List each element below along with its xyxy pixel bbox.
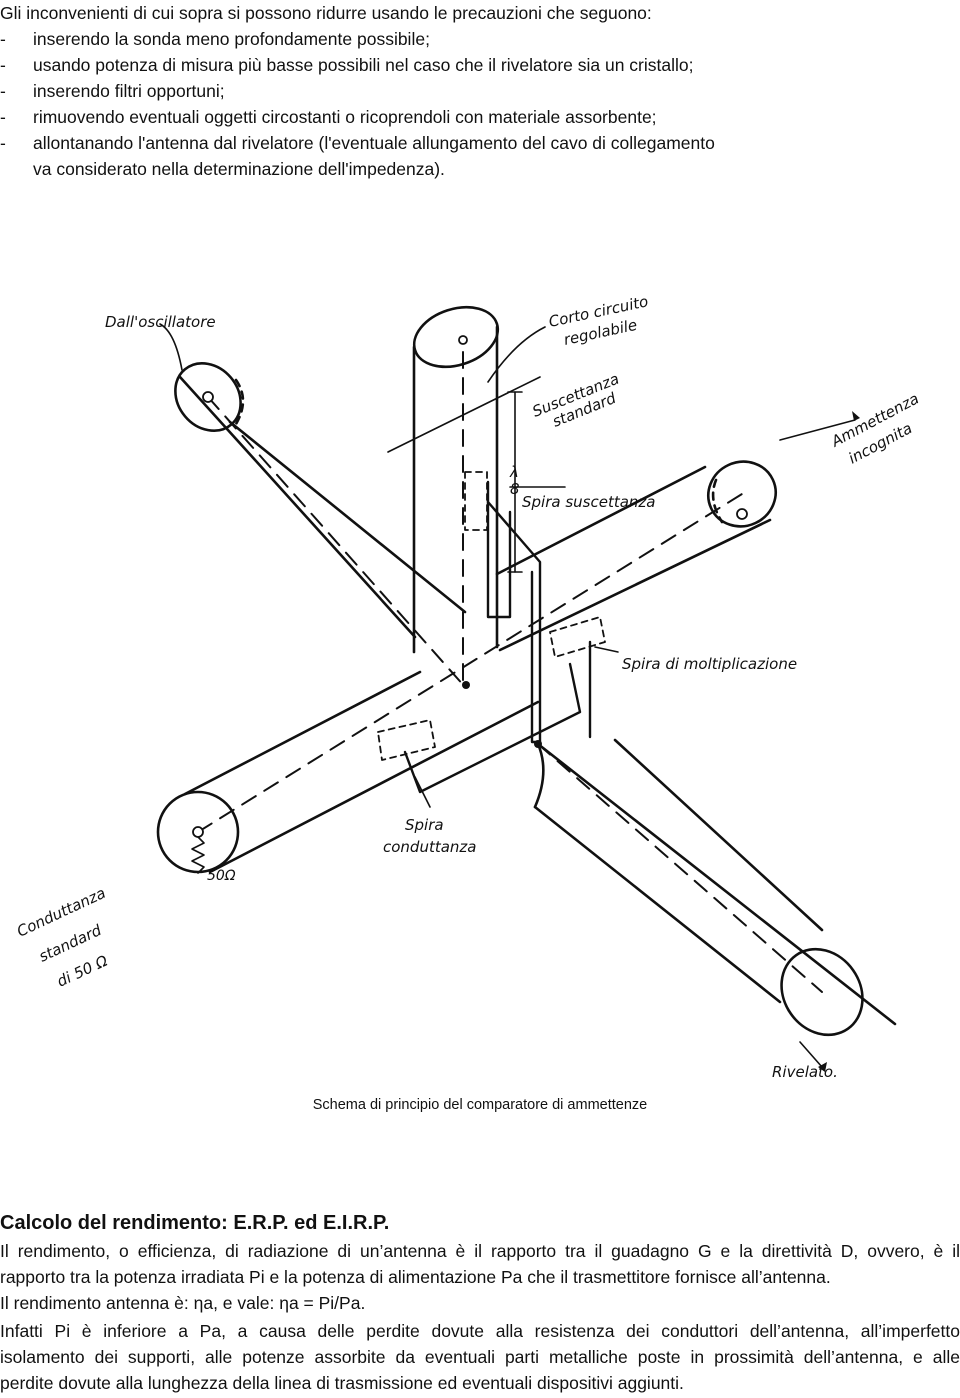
label-rivelatore: Rivelato. xyxy=(772,1063,838,1081)
list-item: - rimuovendo eventuali oggetti circostant… xyxy=(0,104,960,130)
label-resistor: 50Ω xyxy=(207,868,236,884)
paragraph-line: Il rendimento antenna è: ηa, e vale: ηa … xyxy=(0,1293,366,1313)
leader-lines xyxy=(159,323,856,1068)
list-item: - usando potenza di misura più basse poss… xyxy=(0,52,960,78)
label-spira: Spira xyxy=(405,816,444,834)
list-dash: - xyxy=(0,55,6,75)
paragraph-line: perdite dovute alla lunghezza della line… xyxy=(0,1373,684,1393)
list-item: - inserendo filtri opportuni; xyxy=(0,78,960,104)
vertical-stub xyxy=(412,305,500,654)
list-item-continuation: va considerato nella determinazione dell… xyxy=(33,159,445,179)
arrow-head xyxy=(818,1062,827,1072)
arrow-head xyxy=(852,411,860,421)
detector-arm xyxy=(533,738,897,1037)
paragraph-definition: Il rendimento, o efficienza, di radiazio… xyxy=(0,1238,960,1290)
paragraph-formula: Il rendimento antenna è: ηa, e vale: ηa … xyxy=(0,1290,960,1316)
probe-boxes xyxy=(377,471,606,761)
resistor-symbol xyxy=(191,836,205,874)
list-dash: - xyxy=(0,107,6,127)
admittance-comparator-diagram: Dall'oscillatore Corto circuito regolabi… xyxy=(14,292,922,1081)
list-item-text: inserendo filtri opportuni; xyxy=(33,81,225,101)
list-dash: - xyxy=(0,29,6,49)
paragraph-explanation: Infatti Pi è inferiore a Pa, a causa del… xyxy=(0,1318,960,1396)
list-item-text: allontanando l'antenna dal rivelatore (l… xyxy=(33,133,715,153)
intro-heading: Gli inconvenienti di cui sopra si posson… xyxy=(0,3,652,23)
label-spira-moltiplicazione: Spira di moltiplicazione xyxy=(622,655,797,673)
label-dall-oscillatore: Dall'oscillatore xyxy=(105,313,216,331)
junction-dot xyxy=(462,681,470,689)
paragraph-line: Infatti Pi è inferiore a Pa, a causa del… xyxy=(0,1321,960,1341)
paragraph-line: Il rendimento, o efficienza, di radiazio… xyxy=(0,1241,960,1261)
list-item-text: rimuovendo eventuali oggetti circostanti… xyxy=(33,107,657,127)
center-conductors xyxy=(197,351,823,993)
intro-section: Gli inconvenienti di cui sopra si posson… xyxy=(0,0,960,182)
list-item: - inserendo la sonda meno profondamente p… xyxy=(0,26,960,52)
label-spira-suscettanza: Spira suscettanza xyxy=(522,493,655,511)
oscillator-terminal xyxy=(202,391,214,403)
junction-dot xyxy=(534,740,542,748)
label-lambda: λ xyxy=(509,463,519,481)
unknown-admittance-arm xyxy=(495,460,777,652)
list-item-text: inserendo la sonda meno profondamente po… xyxy=(33,29,430,49)
label-lambda-denominator: 8 xyxy=(510,480,520,498)
list-item-text: usando potenza di misura più basse possi… xyxy=(33,55,694,75)
conductance-terminal xyxy=(192,826,204,838)
list-item: - allontanando l'antenna dal rivelatore (… xyxy=(0,130,960,156)
list-dash: - xyxy=(0,81,6,101)
label-conduttanza-standard-3: di 50 Ω xyxy=(54,951,111,990)
unknown-terminal xyxy=(736,508,748,520)
paragraph-line: rapporto tra la potenza irradiata Pi e l… xyxy=(0,1267,831,1287)
section-title: Calcolo del rendimento: E.R.P. ed E.I.R.… xyxy=(0,1212,390,1234)
paragraph-line: isolamento dei supporti, alle potenze as… xyxy=(0,1347,960,1367)
figure-caption: Schema di principio del comparatore di a… xyxy=(312,1097,648,1113)
stub-terminal xyxy=(458,335,468,345)
list-dash: - xyxy=(0,133,6,153)
label-conduttanza: conduttanza xyxy=(383,838,477,856)
standard-conductance-arm xyxy=(156,670,540,874)
